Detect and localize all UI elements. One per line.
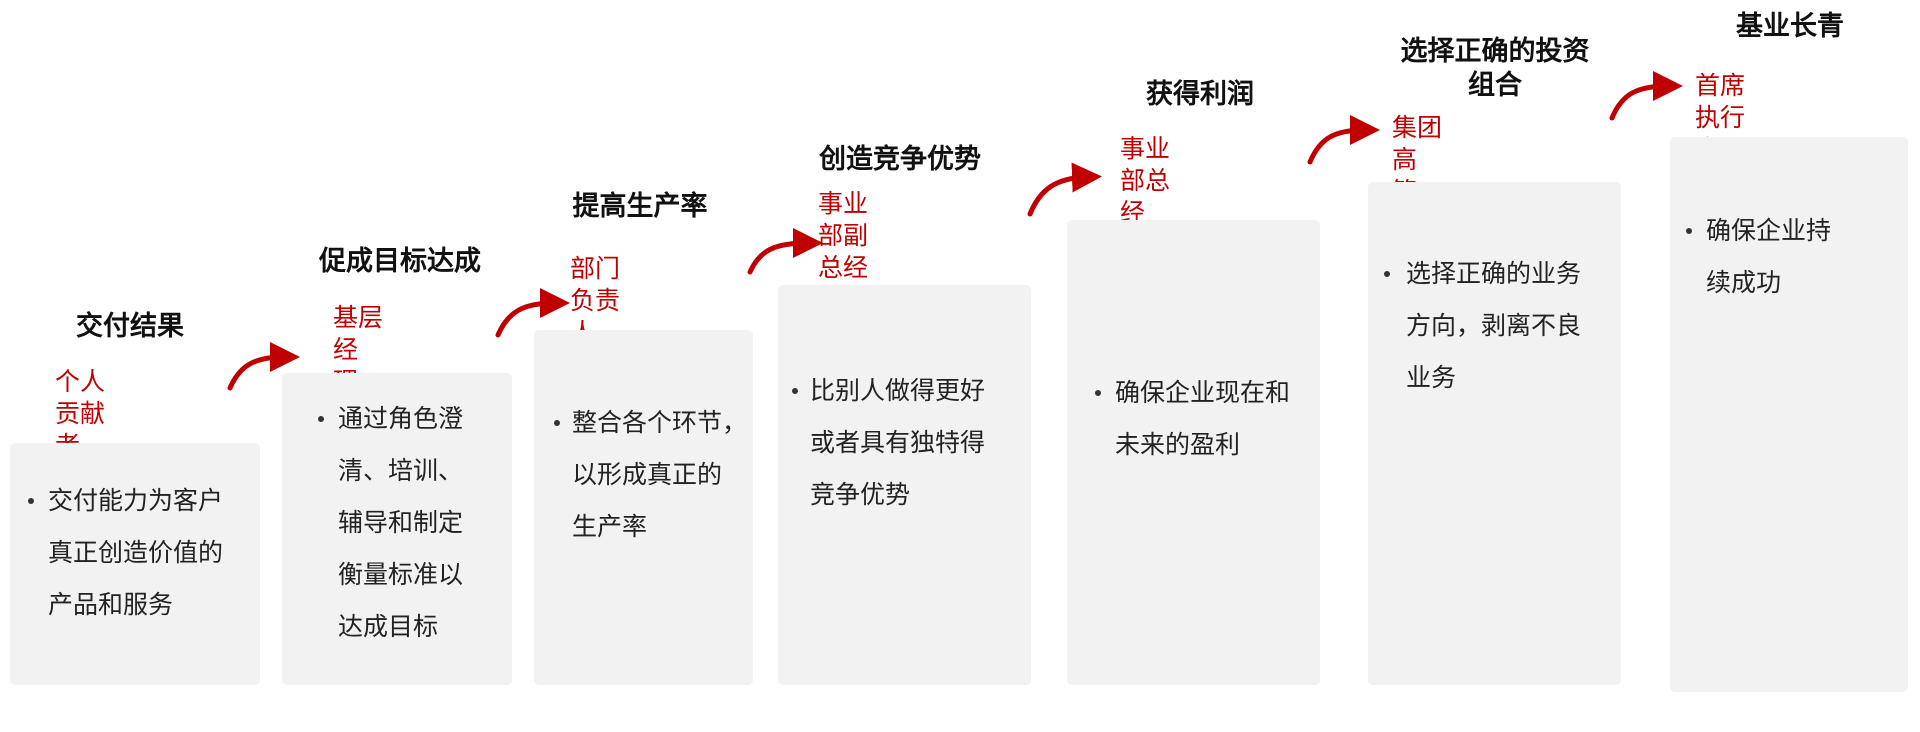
stage-description: 选择正确的业务 方向，剥离不良 业务: [1406, 259, 1582, 392]
stage-description-box: 选择正确的业务 方向，剥离不良 业务: [1368, 182, 1621, 685]
bullet-dot: [318, 416, 324, 422]
stage-description: 通过角色澄 清、培训、 辅导和制定 衡量标准以 达成目标: [338, 404, 464, 641]
stage-description: 整合各个环节， 以形成真正的 生产率: [572, 408, 748, 541]
bullet-dot: [1686, 228, 1692, 234]
stage-description: 交付能力为客户 真正创造价值的 产品和服务: [48, 486, 224, 619]
stage-description-box: 交付能力为客户 真正创造价值的 产品和服务: [10, 443, 260, 685]
stage-description: 确保企业持 续成功: [1706, 216, 1832, 297]
stage-description-box: 通过角色澄 清、培训、 辅导和制定 衡量标准以 达成目标: [282, 373, 512, 685]
arrow-5-6: [1307, 115, 1380, 165]
stage-title: 交付结果: [76, 311, 184, 342]
arrow-3-4: [747, 228, 823, 275]
bullet-dot: [28, 498, 34, 504]
arrow-1-2: [227, 342, 300, 391]
stage-title: 促成目标达成: [319, 246, 481, 277]
stage-title: 提高生产率: [572, 191, 708, 222]
stage-description-box: 比别人做得更好 或者具有独特得 竞争优势: [778, 285, 1031, 685]
stage-description-box: 确保企业现在和 未来的盈利: [1067, 220, 1320, 685]
bullet-dot: [1384, 271, 1390, 277]
stage-description-box: 整合各个环节， 以形成真正的 生产率: [534, 330, 753, 685]
stage-title: 获得利润: [1146, 79, 1254, 110]
arrow-2-3: [495, 288, 570, 338]
stage-description: 比别人做得更好 或者具有独特得 竞争优势: [810, 376, 986, 509]
stage-description: 确保企业现在和 未来的盈利: [1115, 378, 1291, 459]
stage-title: 选择正确的投资 组合: [1400, 36, 1590, 101]
stage-title: 基业长青: [1736, 11, 1844, 42]
bullet-dot: [1095, 390, 1101, 396]
arrow-4-5: [1027, 162, 1102, 217]
arrow-6-7: [1609, 71, 1683, 121]
bullet-dot: [792, 388, 798, 394]
stage-description-box: 确保企业持 续成功: [1670, 137, 1908, 692]
bullet-dot: [554, 420, 560, 426]
stage-title: 创造竞争优势: [819, 144, 981, 175]
